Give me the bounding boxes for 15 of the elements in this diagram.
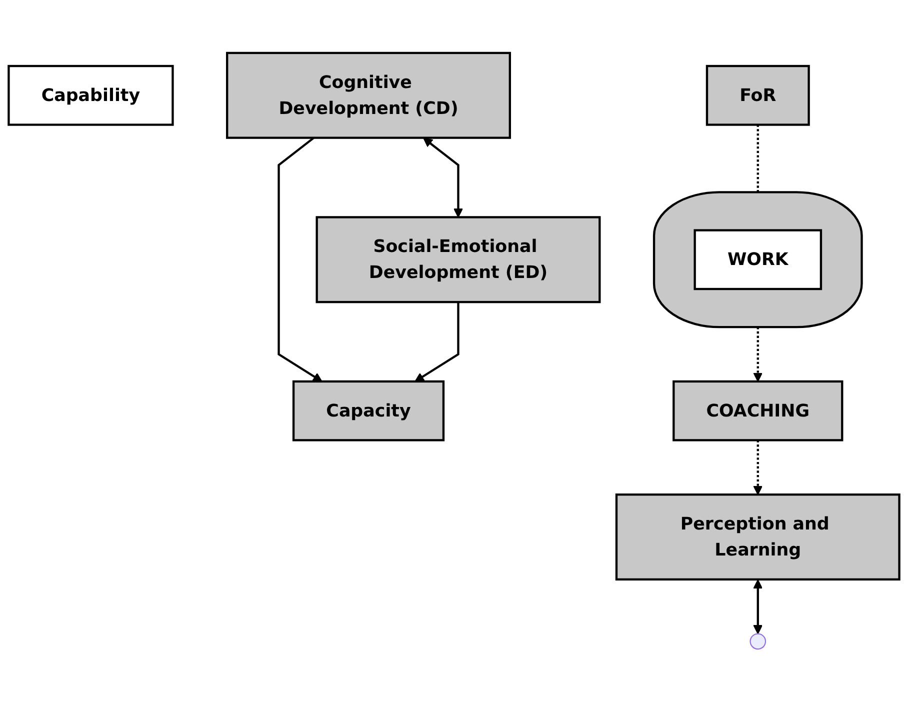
node-box: Cognitive Development (CD) <box>226 52 511 139</box>
cluster <box>652 191 863 328</box>
node-box: Perception and Learning <box>615 494 900 581</box>
arrow <box>423 138 464 218</box>
arrow <box>414 302 460 382</box>
arrow <box>753 440 763 496</box>
connector <box>756 124 759 192</box>
node-box: FoR <box>706 64 810 126</box>
arrow <box>753 327 763 382</box>
node-box: Social-Emotional Development (ED) <box>316 216 601 304</box>
node-box: COACHING <box>672 380 844 442</box>
arrow <box>753 579 763 634</box>
node-box: Capacity <box>292 380 445 442</box>
arrow <box>278 136 322 382</box>
node-box: Capability <box>8 64 174 126</box>
